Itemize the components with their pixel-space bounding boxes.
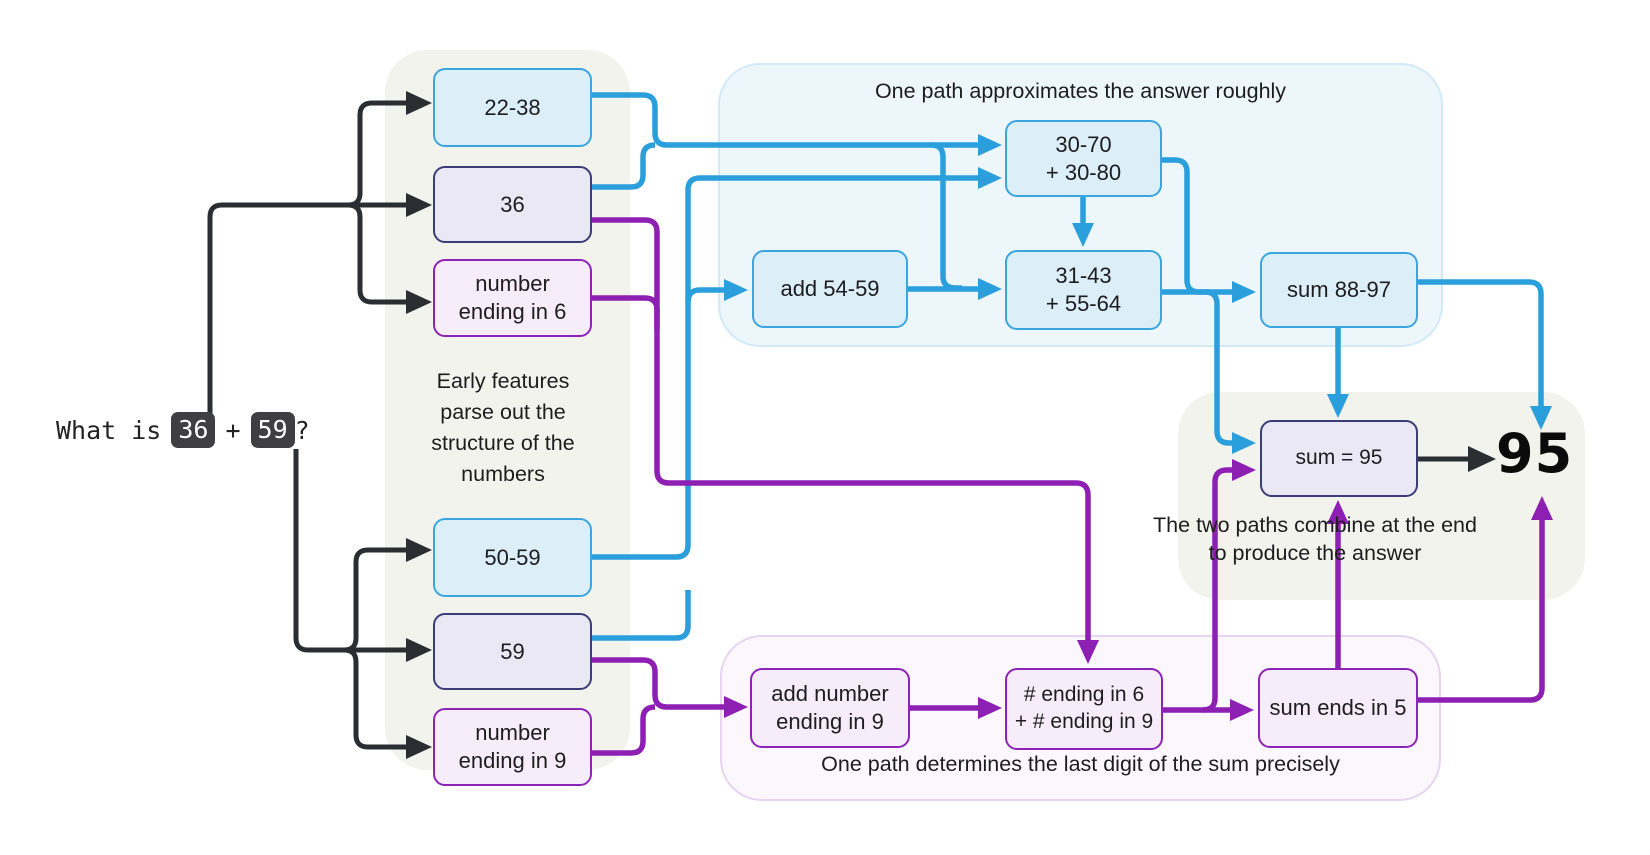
operand-token-59: 59 [250,412,295,448]
feature-box-59: 59 [433,613,592,690]
approx-path-title: One path approximates the answer roughly [874,79,1287,103]
question-text: What is 36 + 59 ? [56,410,310,450]
feature-box-50-59: 50-59 [433,518,592,597]
box-sum-88-97: sum 88-97 [1260,252,1418,328]
box-sum-ends-in-5: sum ends in 5 [1258,668,1418,748]
box-add-54-59: add 54-59 [752,250,908,328]
early-features-note: Early features parse out the structure o… [431,369,575,486]
feature-box-22-38: 22-38 [433,68,592,147]
feature-box-ending-9: number ending in 9 [433,708,592,786]
box-30-70-plus-30-80: 30-70 + 30-80 [1005,120,1162,197]
final-answer: 95 [1496,422,1574,485]
box-add-number-ending-9: add number ending in 9 [750,668,910,748]
question-suffix: ? [294,415,310,445]
feature-box-ending-6: number ending in 6 [433,259,592,337]
operand-token-36: 36 [171,412,216,448]
box-sum-equals-95: sum = 95 [1260,420,1418,497]
box-ending-6-plus-ending-9: # ending in 6 + # ending in 9 [1005,668,1163,750]
question-prefix: What is [56,415,162,445]
combine-caption: The two paths combine at the end to prod… [1153,513,1477,566]
precise-path-caption: One path determines the last digit of th… [821,752,1340,776]
feature-box-36: 36 [433,166,592,243]
box-31-43-plus-55-64: 31-43 + 55-64 [1005,250,1162,330]
plus-operator: + [225,415,241,445]
